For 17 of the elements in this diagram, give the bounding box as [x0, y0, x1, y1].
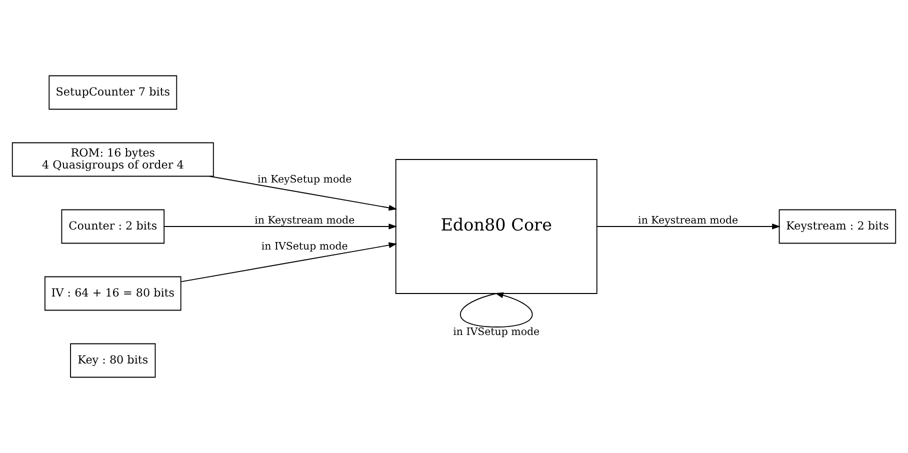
arrow — [460, 292, 533, 328]
node-box: IV : 64 + 16 = 80 bits — [44, 276, 182, 311]
node-box: SetupCounter 7 bits — [48, 75, 178, 110]
edge-label: in KeySetup mode — [258, 174, 352, 186]
arrow — [164, 224, 398, 230]
arrow — [180, 242, 398, 282]
edge-label: in Keystream mode — [254, 216, 355, 227]
node-box: Keystream : 2 bits — [778, 209, 896, 244]
edge-label: in Keystream mode — [638, 216, 738, 227]
edge-label: in IVSetup mode — [453, 327, 540, 338]
arrow — [596, 224, 780, 230]
node-box: Key : 80 bits — [70, 343, 156, 378]
node-box: ROM: 16 bytes 4 Quasigroups of order 4 — [12, 142, 214, 177]
edge-label: in IVSetup mode — [261, 242, 348, 253]
arrow — [208, 176, 398, 211]
node-box: Edon80 Core — [395, 159, 598, 294]
node-box: Counter : 2 bits — [61, 209, 165, 244]
